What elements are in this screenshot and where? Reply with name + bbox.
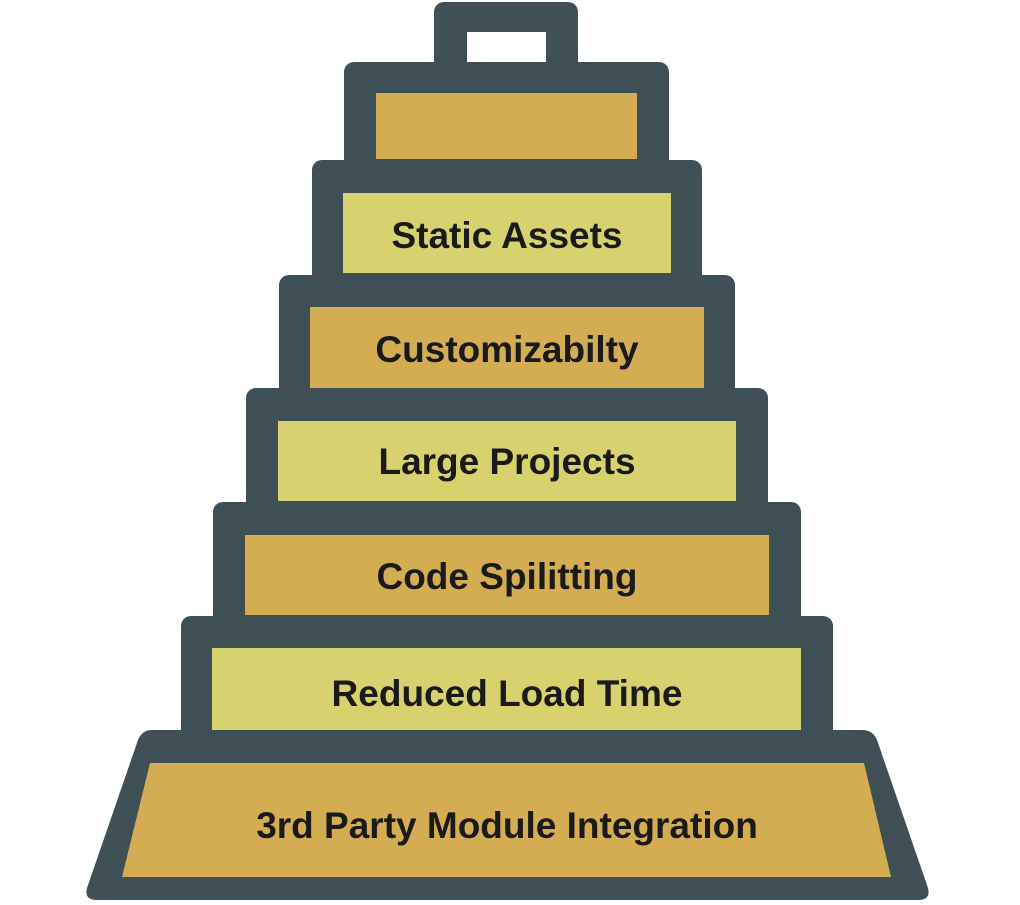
- tier-fill: [245, 535, 769, 615]
- tier-customizability: Customizabilty: [279, 275, 735, 409]
- tier-label-static-assets: Static Assets: [391, 215, 622, 256]
- tier-fill: [310, 307, 704, 388]
- pyramid-handle: [434, 2, 578, 72]
- tier-label-large-projects: Large Projects: [378, 441, 635, 482]
- tier-label-customizability: Customizabilty: [375, 329, 639, 370]
- tier-fill: [122, 763, 891, 877]
- tier-fill: [343, 193, 671, 273]
- tier-static-assets: Static Assets: [312, 160, 702, 294]
- tier-reduced-load-time: Reduced Load Time: [181, 616, 833, 750]
- tier-top-empty: [344, 62, 669, 180]
- tier-fill: [376, 93, 637, 159]
- tier-code-splitting: Code Spilitting: [213, 502, 801, 636]
- tier-fill: [212, 648, 801, 730]
- tier-3rd-party-module-integration: 3rd Party Module Integration: [86, 730, 929, 900]
- tier-label-reduced-load-time: Reduced Load Time: [332, 673, 683, 714]
- tier-large-projects: Large Projects: [246, 388, 768, 522]
- tier-label-3rd-party-module-integration: 3rd Party Module Integration: [256, 805, 758, 846]
- tier-fill: [278, 421, 736, 501]
- tier-label-code-splitting: Code Spilitting: [376, 556, 637, 597]
